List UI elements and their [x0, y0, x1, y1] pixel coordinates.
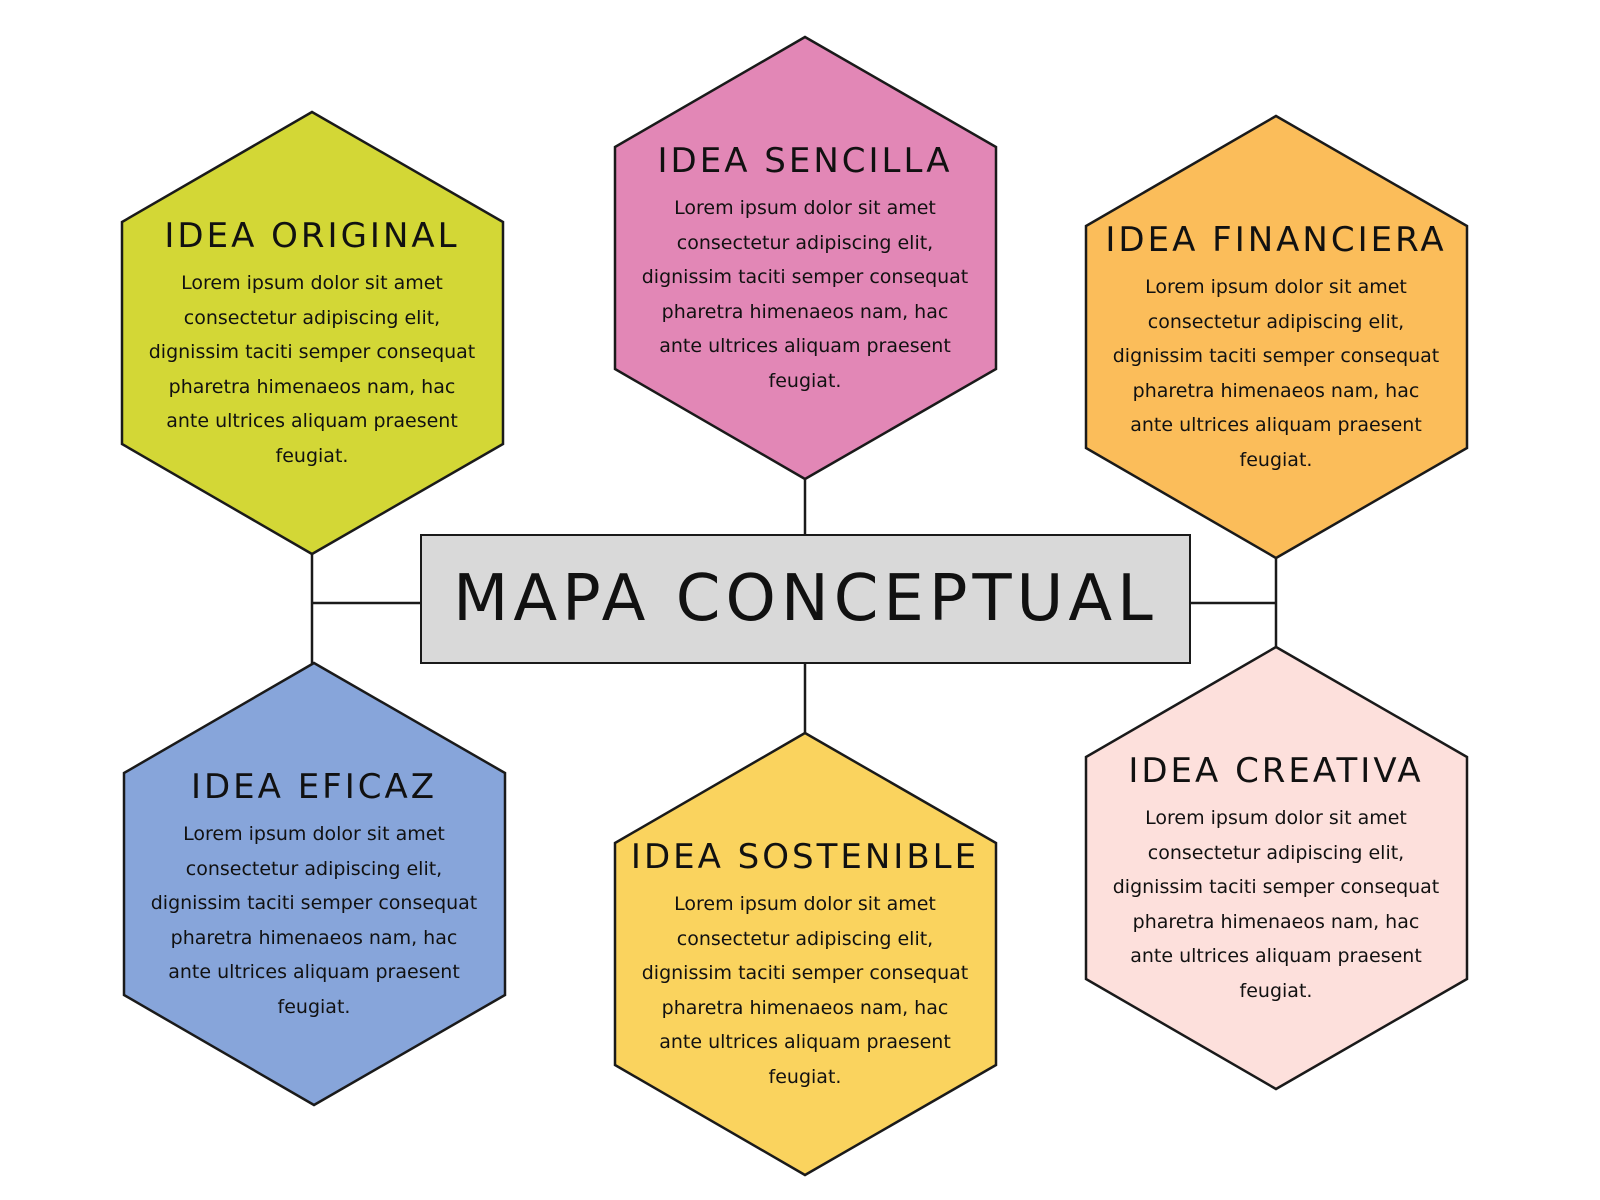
node-description: Lorem ipsum dolor sit amet consectetur a…: [641, 893, 969, 1088]
hexagon-creativa: [1084, 645, 1469, 1091]
node-sencilla: IDEA SENCILLA Lorem ipsum dolor sit amet…: [625, 141, 985, 398]
central-concept-title: MAPA CONCEPTUAL: [453, 562, 1158, 636]
hexagon-eficaz: [122, 661, 507, 1107]
node-sostenible: IDEA SOSTENIBLE Lorem ipsum dolor sit am…: [625, 837, 985, 1094]
node-title: IDEA CREATIVA: [1128, 751, 1424, 791]
node-title: IDEA EFICAZ: [190, 767, 438, 807]
node-creativa: IDEA CREATIVA Lorem ipsum dolor sit amet…: [1096, 751, 1456, 1008]
node-title: IDEA SENCILLA: [657, 141, 953, 181]
node-title: IDEA SOSTENIBLE: [630, 837, 980, 877]
node-title: IDEA FINANCIERA: [1105, 220, 1447, 260]
node-eficaz: IDEA EFICAZ Lorem ipsum dolor sit amet c…: [134, 767, 494, 1024]
node-description: Lorem ipsum dolor sit amet consectetur a…: [1112, 276, 1440, 471]
node-description: Lorem ipsum dolor sit amet consectetur a…: [148, 272, 476, 467]
hexagon-sencilla: [613, 35, 998, 481]
node-original: IDEA ORIGINAL Lorem ipsum dolor sit amet…: [132, 216, 492, 473]
hexagon-original: [120, 110, 505, 556]
node-title: IDEA ORIGINAL: [164, 216, 460, 256]
node-financiera: IDEA FINANCIERA Lorem ipsum dolor sit am…: [1096, 220, 1456, 477]
node-description: Lorem ipsum dolor sit amet consectetur a…: [641, 197, 969, 392]
central-concept-box: MAPA CONCEPTUAL: [420, 534, 1191, 664]
hexagon-sostenible: [613, 731, 998, 1177]
node-description: Lorem ipsum dolor sit amet consectetur a…: [150, 823, 478, 1018]
node-description: Lorem ipsum dolor sit amet consectetur a…: [1112, 807, 1440, 1002]
hexagon-financiera: [1084, 114, 1469, 560]
